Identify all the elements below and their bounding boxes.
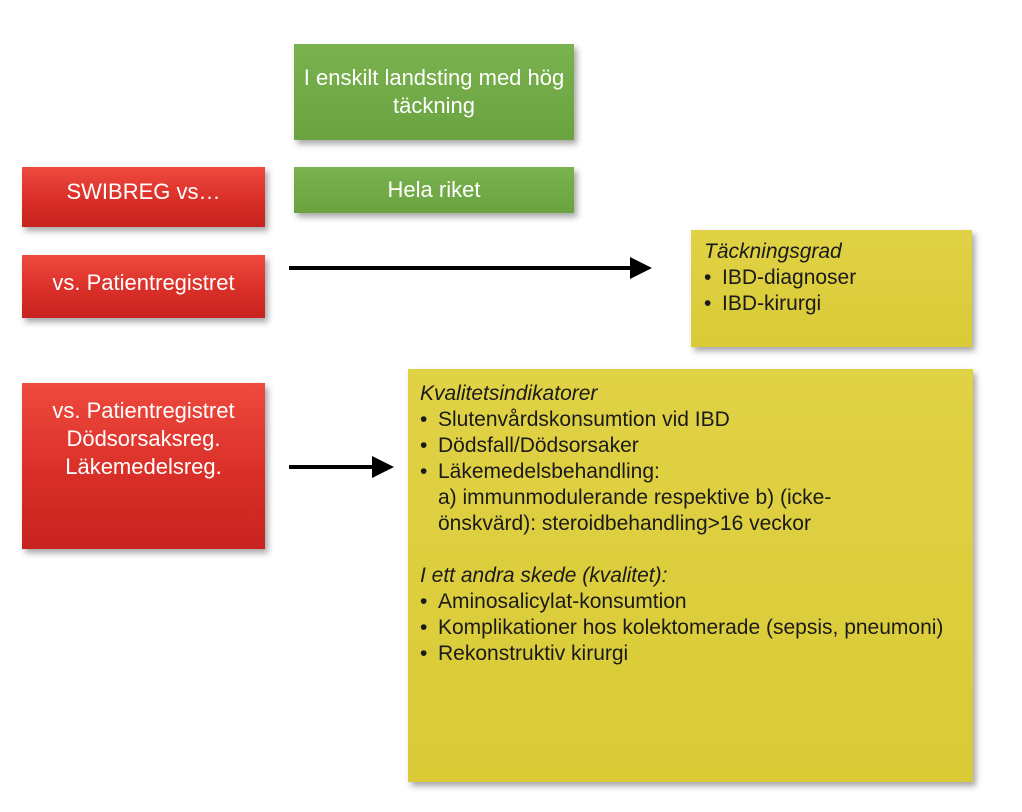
list-item: Läkemedelsbehandling: (420, 459, 963, 485)
red-box-swibreg-label: SWIBREG vs… (66, 179, 221, 204)
list-item: Komplikationer hos kolektomerade (sepsis… (420, 615, 963, 641)
list-item: IBD-diagnoser (704, 265, 962, 291)
red-box-swibreg: SWIBREG vs… (22, 167, 265, 227)
arrow-to-coverage (289, 257, 652, 279)
red-box-multi-line: Dödsorsaksreg. (66, 426, 221, 451)
green-box-country-label: Hela riket (387, 177, 481, 202)
list-item: Slutenvårdskonsumtion vid IBD (420, 407, 963, 433)
list-item: IBD-kirurgi (704, 291, 962, 317)
quality-sub-line: a) immunmodulerande respektive b) (icke- (438, 486, 832, 509)
red-box-patientreg-label: vs. Patientregistret (52, 269, 235, 295)
quality-list: Slutenvårdskonsumtion vid IBD Dödsfall/D… (420, 407, 963, 485)
red-box-multi-registry: vs. Patientregistret Dödsorsaksreg. Läke… (22, 383, 265, 549)
green-box-region: I enskilt landsting med hög täckning (294, 44, 574, 140)
list-item: Aminosalicylat-konsumtion (420, 589, 963, 615)
spacer (420, 537, 963, 563)
quality-heading-2: I ett andra skede (kvalitet): (420, 564, 668, 587)
red-box-patientreg: vs. Patientregistret (22, 255, 265, 318)
green-box-region-label: I enskilt landsting med hög täckning (303, 65, 565, 118)
list-item: Dödsfall/Dödsorsaker (420, 433, 963, 459)
coverage-box: Täckningsgrad IBD-diagnoser IBD-kirurgi (691, 230, 972, 347)
quality-list-2: Aminosalicylat-konsumtion Komplikationer… (420, 589, 963, 667)
list-item: Rekonstruktiv kirurgi (420, 641, 963, 667)
quality-sub-line: önskvärd): steroidbehandling>16 veckor (438, 512, 811, 535)
arrow-to-quality (289, 456, 394, 478)
coverage-heading: Täckningsgrad (704, 240, 842, 263)
red-box-multi-line: vs. Patientregistret (52, 398, 235, 423)
coverage-list: IBD-diagnoser IBD-kirurgi (704, 265, 962, 317)
red-box-multi-line: Läkemedelsreg. (65, 454, 222, 479)
quality-box: Kvalitetsindikatorer Slutenvårdskonsumti… (408, 369, 973, 782)
green-box-country: Hela riket (294, 167, 574, 213)
quality-heading: Kvalitetsindikatorer (420, 382, 598, 405)
